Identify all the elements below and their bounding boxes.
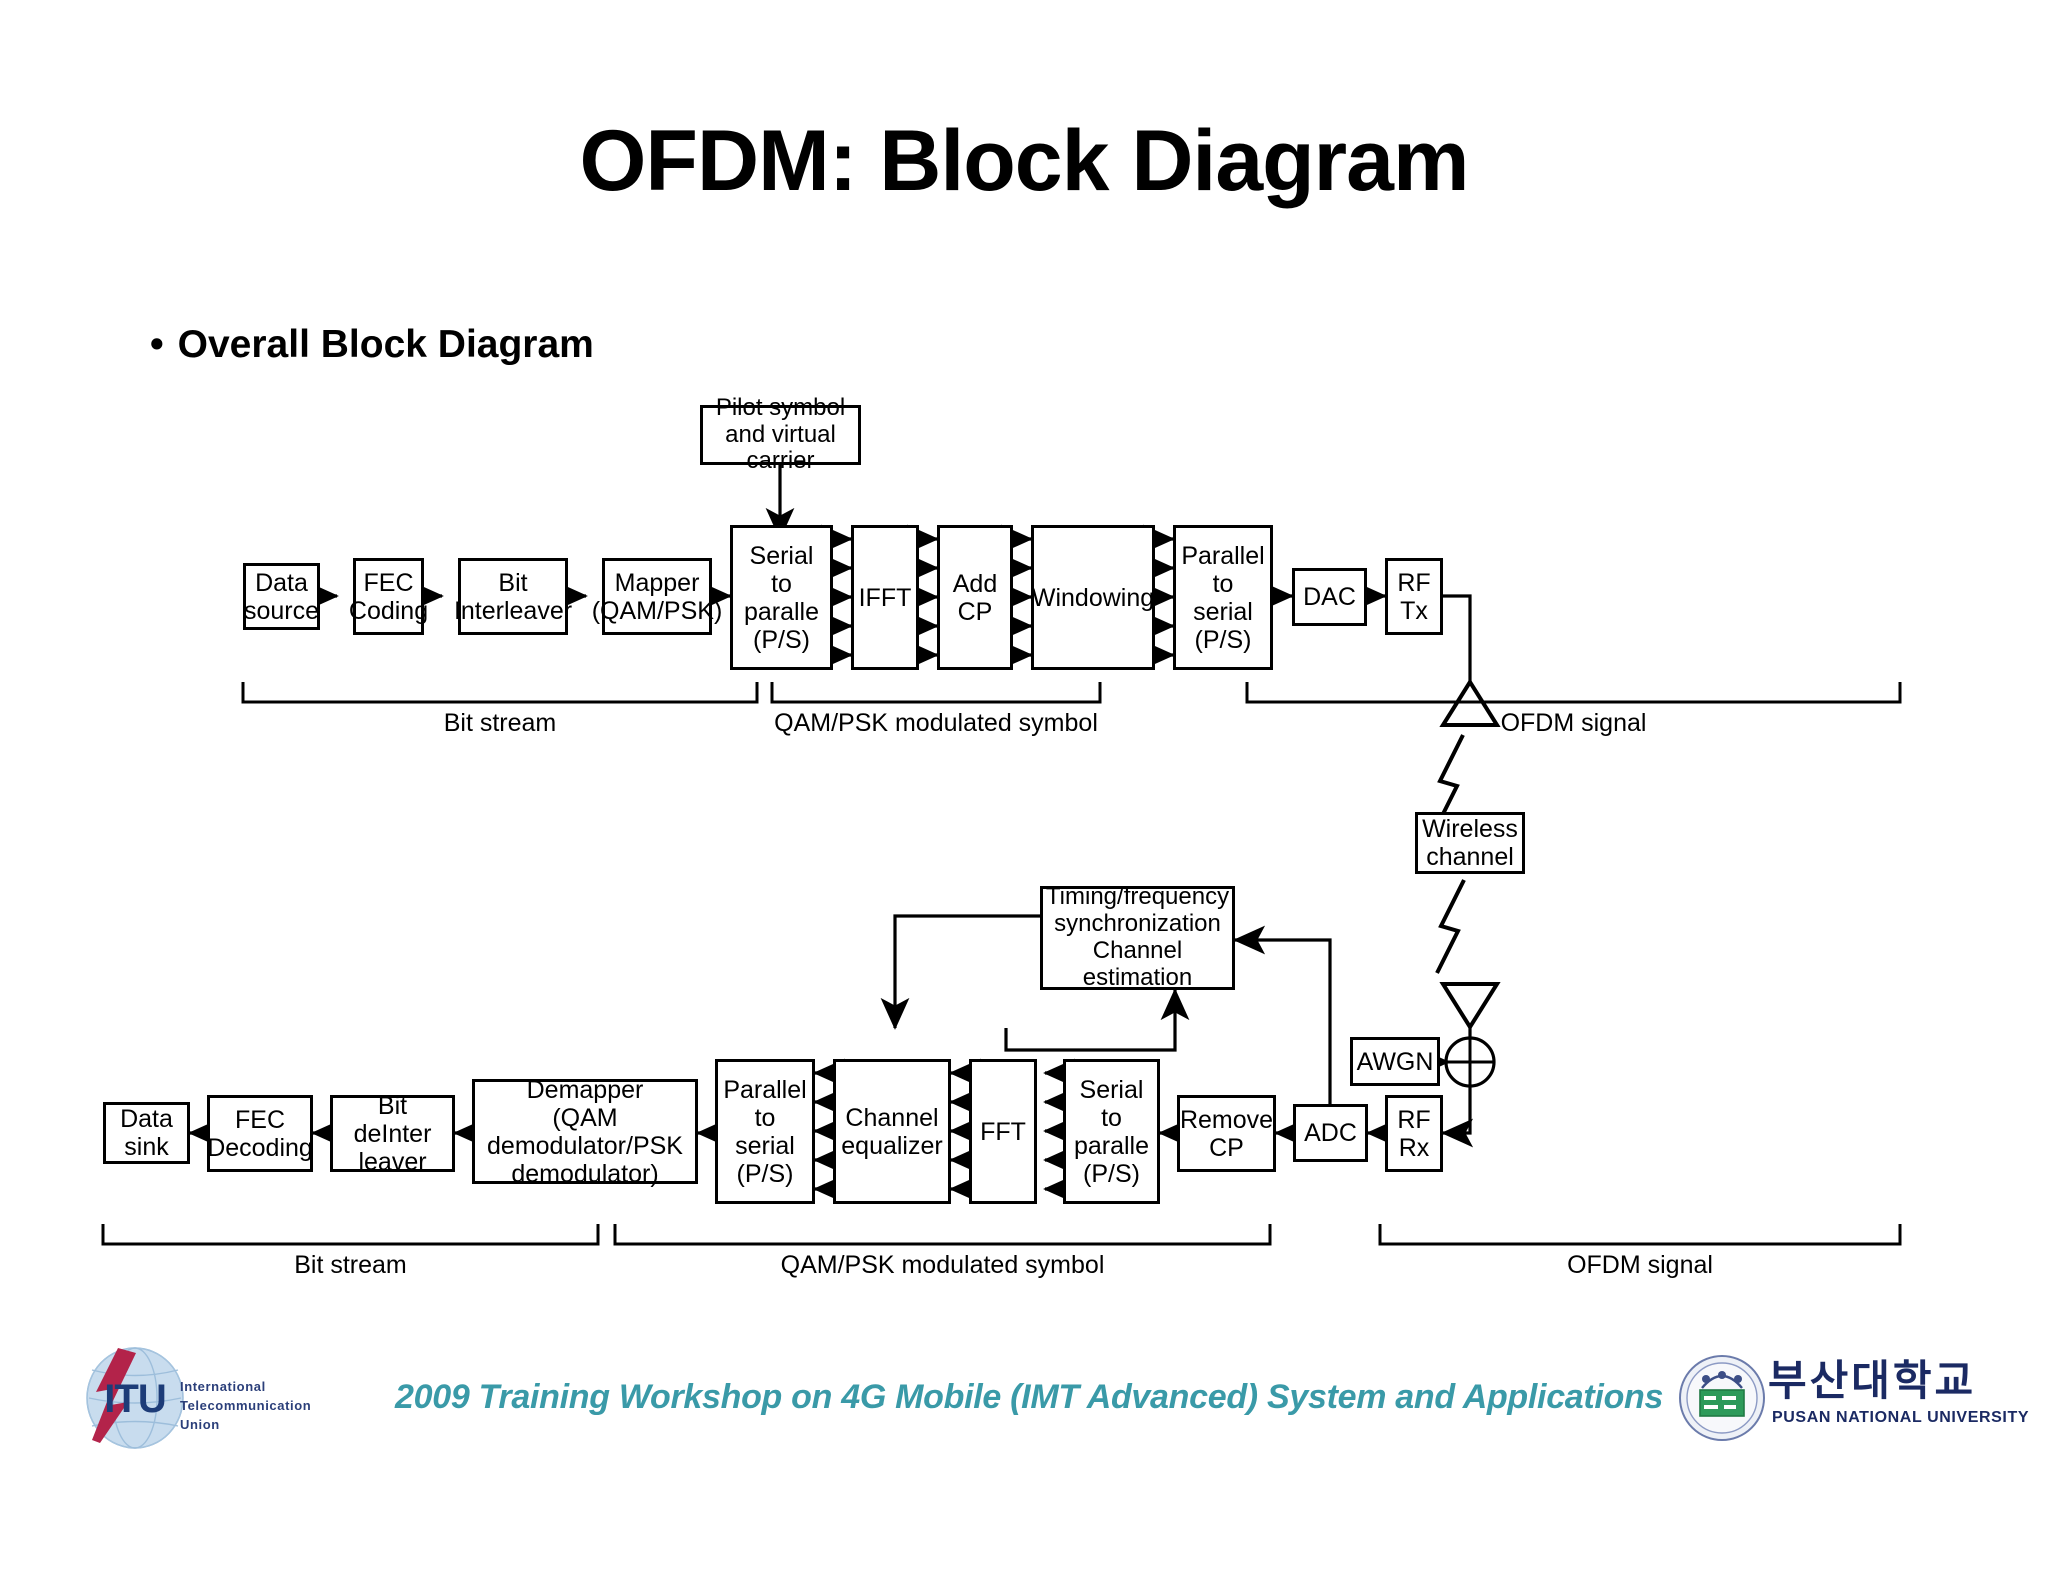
block-label: FEC Decoding (207, 1105, 313, 1162)
block-fec-decoding[interactable]: FEC Decoding (207, 1095, 313, 1172)
itu-logo-text: International Telecommunication Union (180, 1379, 312, 1432)
line-adc-to-sync (1233, 925, 1332, 1133)
block-label: Parallel to serial (P/S) (723, 1075, 807, 1188)
block-rx-serial-to-parallel[interactable]: Serial to paralle (P/S) (1063, 1059, 1160, 1204)
block-adc[interactable]: ADC (1293, 1104, 1368, 1162)
block-label: Serial to paralle (P/S) (743, 541, 820, 654)
block-parallel-to-serial[interactable]: Parallel to serial (P/S) (1173, 525, 1273, 670)
subtitle-text: Overall Block Diagram (177, 323, 594, 366)
block-label: DAC (1303, 583, 1356, 611)
block-label: IFFT (858, 583, 912, 612)
block-mapper[interactable]: Mapper (QAM/PSK) (592, 558, 722, 635)
arrow-bundle-equalizer-rxp2s (813, 1058, 846, 1204)
block-add-cp[interactable]: Add CP (937, 525, 1013, 670)
line-sum-to-rfrx (1441, 1086, 1474, 1148)
block-label: Data sink (120, 1105, 173, 1161)
pnu-english-name: PUSAN NATIONAL UNIVERSITY (1772, 1409, 2030, 1426)
arrow-bundle-s2p-ifft (820, 524, 853, 670)
block-label: Data source (243, 568, 320, 625)
bracket-rx-qam-symbol (613, 1224, 1272, 1246)
block-label: Wireless channel (1422, 815, 1518, 871)
bracket-label-rx-ofdm-signal: OFDM signal (1567, 1251, 1713, 1279)
block-label: FEC Coding (348, 568, 429, 625)
bullet-dot-icon: • (150, 323, 164, 366)
bracket-label-tx-qam-symbol: QAM/PSK modulated symbol (774, 709, 1098, 737)
block-label: RF Tx (1397, 568, 1431, 625)
block-ifft[interactable]: IFFT (851, 525, 919, 670)
bracket-label-tx-bit-stream: Bit stream (443, 709, 557, 737)
block-data-sink[interactable]: Data sink (103, 1102, 190, 1164)
bracket-label-rx-qam-symbol: QAM/PSK modulated symbol (780, 1251, 1105, 1279)
block-bit-interleaver[interactable]: Bit Interleaver (454, 558, 572, 635)
pnu-korean-name: 부산대학교 (1768, 1357, 1977, 1404)
block-wireless-channel[interactable]: Wireless channel (1415, 812, 1525, 874)
arrow-bundle-windowing-p2s (1142, 524, 1175, 670)
block-label: Bit deInter leaver (353, 1091, 432, 1176)
block-label: AWGN (1356, 1047, 1434, 1076)
block-label: Pilot symbol and virtual carrier (715, 393, 846, 475)
block-rx-parallel-to-serial[interactable]: Parallel to serial (P/S) (715, 1059, 815, 1204)
lightning-bolt-upper (1434, 734, 1465, 829)
block-fft[interactable]: FFT (969, 1059, 1037, 1204)
block-channel-equalizer[interactable]: Channel equalizer (833, 1059, 951, 1204)
footer-workshop-text: 2009 Training Workshop on 4G Mobile (IMT… (395, 1378, 1664, 1416)
block-pilot-symbol[interactable]: Pilot symbol and virtual carrier (700, 394, 861, 474)
block-rf-rx[interactable]: RF Rx (1385, 1095, 1443, 1172)
block-label: ADC (1304, 1119, 1357, 1147)
block-sync-channel-estimation[interactable]: Timing/frequency synchronization Channel… (1040, 883, 1235, 991)
arrow-bundle-ifft-addcp (906, 524, 939, 670)
block-label: Serial to paralle (P/S) (1073, 1075, 1150, 1188)
line-rftx-to-antenna (1443, 594, 1472, 682)
block-label: Timing/frequency synchronization Channel… (1045, 883, 1230, 991)
block-awgn[interactable]: AWGN (1350, 1037, 1440, 1086)
block-label: Parallel to serial (P/S) (1181, 541, 1265, 654)
block-bit-deinterleaver[interactable]: Bit deInter leaver (330, 1092, 455, 1176)
block-dac[interactable]: DAC (1292, 568, 1367, 626)
block-remove-cp[interactable]: Remove CP (1177, 1095, 1276, 1172)
arrow-bundle-addcp-windowing (1000, 524, 1033, 670)
bracket-label-rx-bit-stream: Bit stream (294, 1251, 407, 1279)
receive-antenna-icon (1439, 982, 1501, 1031)
block-label: RF Rx (1397, 1105, 1431, 1162)
svg-text:ITU: ITU (104, 1377, 165, 1421)
block-fec-coding[interactable]: FEC Coding (349, 558, 428, 635)
lightning-bolt-lower (1435, 879, 1466, 974)
block-label: Demapper (QAM demodulator/PSK demodulato… (487, 1075, 683, 1188)
page-title: OFDM: Block Diagram (579, 113, 1470, 209)
block-demapper[interactable]: Demapper (QAM demodulator/PSK demodulato… (472, 1076, 698, 1188)
block-label: Mapper (QAM/PSK) (591, 568, 723, 625)
block-label: Channel equalizer (841, 1103, 943, 1160)
block-label: Remove CP (1179, 1105, 1274, 1162)
line-fft-to-sync (1004, 988, 1190, 1052)
bracket-tx-qam-symbol (770, 682, 1102, 704)
block-label: Bit Interleaver (453, 568, 573, 625)
block-label: Windowing (1031, 583, 1155, 612)
itu-logo-icon: ITU (86, 1347, 184, 1449)
bracket-rx-bit-stream (101, 1224, 600, 1246)
pnu-seal-icon (1679, 1355, 1765, 1441)
bracket-rx-ofdm-signal (1378, 1224, 1902, 1246)
arrow-bundle-rxs2p-fft (1043, 1058, 1076, 1204)
bracket-tx-ofdm-signal (1245, 682, 1902, 704)
arrow-bundle-fft-equalizer (949, 1058, 982, 1204)
block-serial-to-parallel[interactable]: Serial to paralle (P/S) (730, 525, 833, 670)
subtitle-bullet: • Overall Block Diagram (150, 325, 594, 364)
block-windowing[interactable]: Windowing (1031, 525, 1155, 670)
block-rf-tx[interactable]: RF Tx (1385, 558, 1443, 635)
block-data-source[interactable]: Data source (243, 563, 320, 630)
line-sync-to-equalizer (880, 914, 1040, 1030)
bracket-tx-bit-stream (241, 682, 759, 704)
block-label: Add CP (952, 569, 998, 626)
bracket-label-tx-ofdm-signal: OFDM signal (1500, 709, 1647, 737)
block-label: FFT (980, 1117, 1026, 1146)
